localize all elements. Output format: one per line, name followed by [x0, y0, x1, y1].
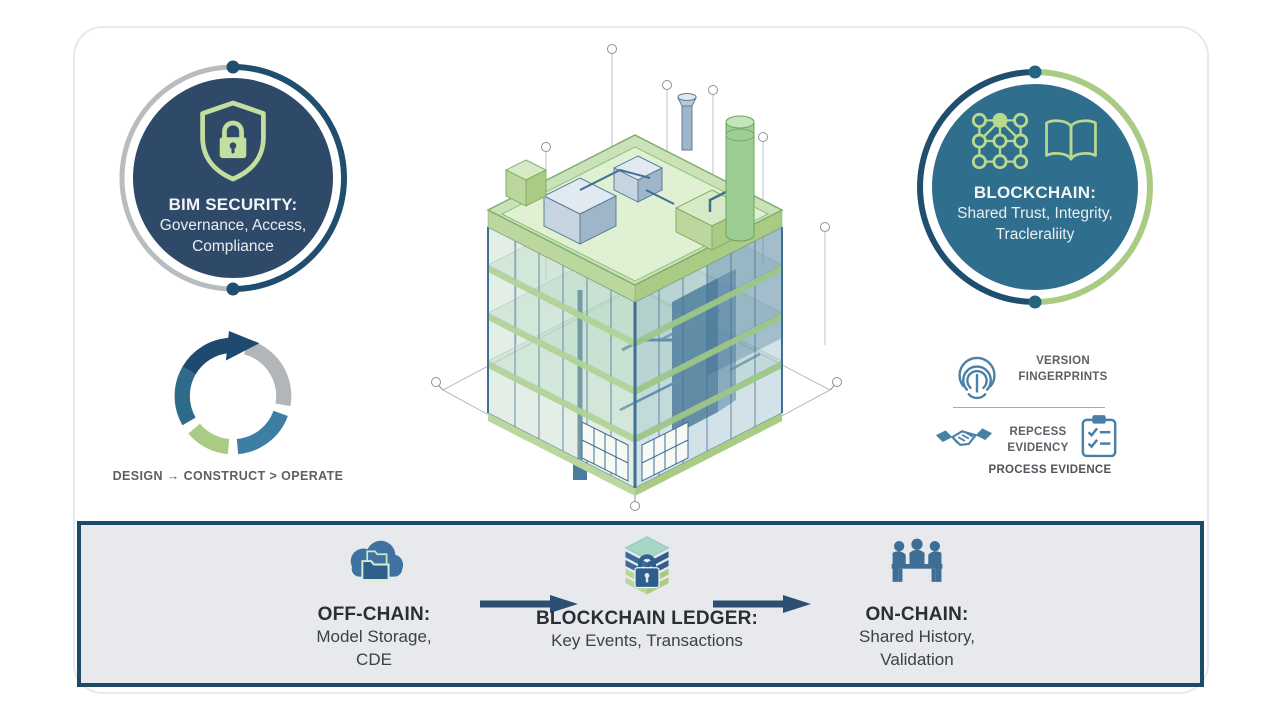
cloud-folders-icon [342, 535, 406, 598]
badge-ring [917, 65, 1153, 309]
bim-security-title: BIM SECURITY: [168, 195, 298, 214]
process-evidency-label: REPCESS EVIDENCY [1007, 426, 1069, 455]
version-fingerprints-label: VERSION FINGERPRINTS [1018, 355, 1108, 384]
evidence-divider [953, 407, 1105, 408]
slide-card [73, 26, 1209, 694]
open-book-icon [1042, 114, 1100, 173]
offchain-title: OFF-CHAIN: [317, 604, 431, 625]
people-table-icon [886, 535, 948, 598]
blockchain-circle: BLOCKCHAIN: Shared Trust, Integrity, Tra… [932, 84, 1138, 290]
bim-security-line1: Governance, Access, [159, 217, 307, 234]
ledger-line1: Key Events, Transactions [551, 631, 743, 650]
clipboard-checklist-icon [1080, 413, 1118, 464]
blockchain-ledger-item: BLOCKCHAIN LEDGER: Key Events, Transacti… [517, 535, 777, 653]
onchain-offchain-flow-bar: OFF-CHAIN: Model Storage, CDE [77, 521, 1204, 687]
shield-lock-icon [195, 99, 271, 188]
ledger-title: BLOCKCHAIN LEDGER: [535, 608, 759, 629]
bim-security-badge: BIM SECURITY: Governance, Access, Compli… [115, 60, 351, 296]
arrow-right-icon [713, 595, 811, 618]
handshake-icon [934, 421, 994, 466]
ledger-lock-icon [620, 535, 674, 602]
onchain-line1: Shared History, [859, 627, 975, 646]
offchain-line1: Model Storage, [316, 627, 432, 646]
onchain-item: ON-CHAIN: Shared History, Validation [797, 535, 1037, 672]
blockchain-line1: Shared Trust, Integrity, [957, 205, 1113, 222]
blockchain-line2: Tracleraliity [995, 226, 1075, 244]
process-evidence-caption: PROCESS EVIDENCE [988, 464, 1112, 476]
offchain-item: OFF-CHAIN: Model Storage, CDE [254, 535, 494, 672]
onchain-line2: Validation [880, 649, 954, 669]
network-nodes-icon [970, 111, 1030, 176]
bim-security-line2: Compliance [192, 238, 274, 256]
arrow-right-icon [480, 595, 578, 618]
onchain-title: ON-CHAIN: [865, 604, 969, 625]
blockchain-badge: BLOCKCHAIN: Shared Trust, Integrity, Tra… [913, 65, 1157, 309]
lifecycle-caption: DESIGN → CONSTRUCT > OPERATE [112, 469, 344, 483]
blockchain-title: BLOCKCHAIN: [973, 183, 1097, 202]
badge-ring [119, 60, 347, 296]
isometric-building-illustration [431, 44, 842, 511]
fingerprint-icon [955, 349, 999, 406]
bim-security-circle: BIM SECURITY: Governance, Access, Compli… [133, 78, 333, 278]
cycle-arrow-ring-icon [174, 331, 292, 455]
offchain-line2: CDE [356, 649, 392, 669]
